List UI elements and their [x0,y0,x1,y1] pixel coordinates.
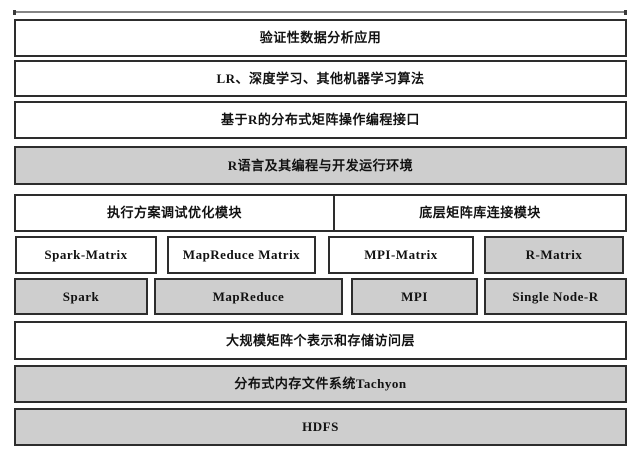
box-spark: Spark [14,278,148,315]
layer-r-matrix-api: 基于R的分布式矩阵操作编程接口 [14,101,627,139]
top-border-left-tick [13,10,16,15]
module-execution-plan-optimizer: 执行方案调试优化模块 [14,194,335,232]
layer-r-environment: R语言及其编程与开发运行环境 [14,146,627,185]
box-mpi-matrix: MPI-Matrix [328,236,474,274]
layer-tachyon: 分布式内存文件系统Tachyon [14,365,627,403]
box-spark-matrix: Spark-Matrix [15,236,157,274]
box-mapreduce-matrix: MapReduce Matrix [167,236,316,274]
module-matrix-lib-connector: 底层矩阵库连接模块 [333,194,627,232]
box-r-matrix: R-Matrix [484,236,624,274]
box-mpi: MPI [351,278,478,315]
layer-validation-analysis-app: 验证性数据分析应用 [14,19,627,57]
layer-ml-algorithms: LR、深度学习、其他机器学习算法 [14,60,627,97]
layer-matrix-storage-access: 大规模矩阵个表示和存储访问层 [14,321,627,360]
layer-hdfs: HDFS [14,408,627,446]
top-border-right-tick [624,10,627,15]
box-mapreduce: MapReduce [154,278,343,315]
box-single-node-r: Single Node-R [484,278,627,315]
top-border-line [13,10,627,15]
